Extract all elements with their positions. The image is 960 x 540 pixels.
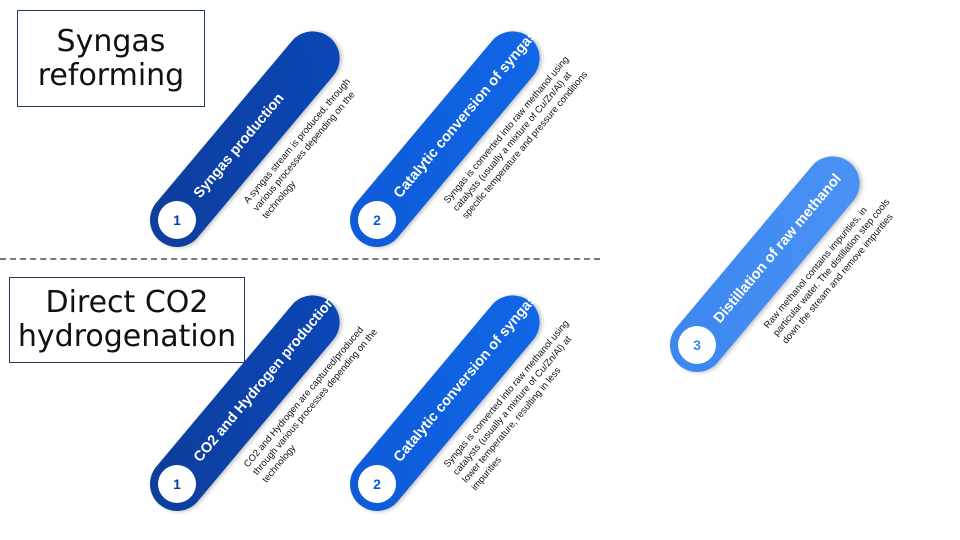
section-label-text: Syngas reforming: [37, 23, 185, 93]
section-label-syngas-reforming: Syngas reforming: [17, 10, 205, 107]
section-divider: [0, 258, 600, 260]
section-label-text: Direct CO2 hydrogenation: [17, 285, 237, 354]
section-label-direct-co2: Direct CO2 hydrogenation: [9, 277, 245, 363]
step-number-badge: 2: [358, 465, 396, 503]
step-number-badge: 3: [678, 326, 716, 364]
step-number-badge: 2: [358, 201, 396, 239]
step-number-badge: 1: [158, 201, 196, 239]
step-number-badge: 1: [158, 465, 196, 503]
